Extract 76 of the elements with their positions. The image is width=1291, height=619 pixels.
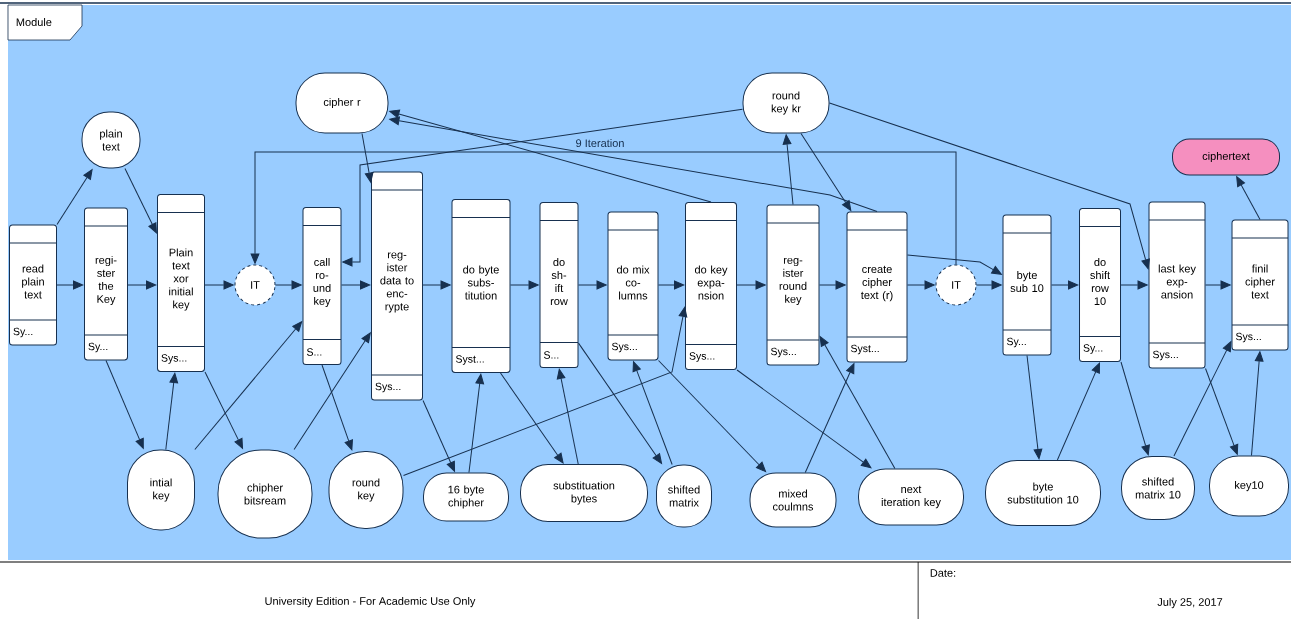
arrow xyxy=(556,368,579,465)
arrow xyxy=(1236,176,1261,220)
arrow xyxy=(500,372,564,464)
process-box: byte sub 10 Sy... xyxy=(1002,214,1052,356)
arrow xyxy=(194,321,303,450)
arrow xyxy=(341,280,371,290)
date-value: July 25, 2017 xyxy=(1157,597,1223,609)
arrow xyxy=(165,372,179,450)
data-oval: chipher bitsream xyxy=(217,449,313,539)
data-oval: ciphertext xyxy=(1172,138,1280,176)
arrow xyxy=(468,373,485,473)
arrow xyxy=(1026,355,1043,460)
footer-note: University Edition - For Academic Use Only xyxy=(265,596,476,608)
arrow xyxy=(56,280,84,290)
arrow xyxy=(127,280,157,290)
arrow xyxy=(1173,341,1232,457)
arrow xyxy=(293,332,371,450)
arrow xyxy=(275,280,302,290)
data-oval: plain text xyxy=(81,111,141,169)
process-box: last key exp- ansion Sys... xyxy=(1148,201,1206,369)
arrow xyxy=(578,342,663,464)
arrow xyxy=(422,280,451,290)
arrow xyxy=(782,134,794,205)
process-box: create cipher text (r) Syst... xyxy=(846,211,908,363)
process-box: do mix co- lumns Sys... xyxy=(607,211,659,361)
arrow xyxy=(819,280,846,290)
process-box: do byte subs- titution Syst... xyxy=(451,199,511,373)
process-box: regi- ster the Key Sy... xyxy=(84,207,128,361)
arrow xyxy=(250,151,957,265)
edge-label: 9 Iteration xyxy=(574,137,626,149)
arrow xyxy=(1120,280,1148,290)
date-label: Date: xyxy=(930,569,956,577)
process-box: call ro- und key S... xyxy=(302,207,342,365)
arrow xyxy=(819,336,896,469)
arrow xyxy=(422,400,456,472)
process-box: Plain text xor initial key Sys... xyxy=(157,194,205,372)
arrow xyxy=(124,168,157,234)
arrow xyxy=(389,109,712,203)
arrow xyxy=(342,108,743,267)
arrow xyxy=(1205,280,1231,290)
arrow xyxy=(804,363,855,473)
arrow xyxy=(829,102,1150,270)
arrow xyxy=(510,280,539,290)
arrow xyxy=(204,371,244,449)
module-tab: Module xyxy=(7,4,83,41)
data-oval: key10 xyxy=(1209,455,1289,517)
arrow xyxy=(907,254,1002,275)
arrow xyxy=(1251,351,1264,456)
process-box: finil cipher text Sys... xyxy=(1231,219,1289,351)
arrow xyxy=(1051,280,1079,290)
data-oval: round key xyxy=(328,451,404,529)
process-box: reg- ister round key Sys... xyxy=(766,204,820,366)
arrow xyxy=(976,280,1002,290)
arrow xyxy=(632,361,673,465)
arrow xyxy=(907,280,935,290)
arrow xyxy=(658,280,685,290)
arrow xyxy=(403,306,688,477)
arrow xyxy=(105,360,144,449)
arrow xyxy=(578,280,607,290)
arrow xyxy=(736,369,872,469)
arrow xyxy=(204,280,234,290)
arrow xyxy=(56,169,93,225)
arrow xyxy=(361,133,374,183)
process-box: reg- ister data to enc- rypte Sys... xyxy=(371,171,423,401)
arrow xyxy=(800,133,852,211)
process-box: do shift row 10 Sy... xyxy=(1079,208,1121,362)
process-box: do sh- ift row S... xyxy=(539,202,579,368)
arrow xyxy=(1205,368,1239,455)
arrow xyxy=(736,280,766,290)
process-box: read plain text Sy... xyxy=(9,224,57,346)
arrow xyxy=(321,364,353,451)
arrow xyxy=(1056,362,1100,461)
arrow xyxy=(658,360,767,473)
arrow xyxy=(389,116,878,212)
process-box: do key expa- nsion Sys... xyxy=(685,202,737,370)
arrow xyxy=(1120,361,1150,456)
